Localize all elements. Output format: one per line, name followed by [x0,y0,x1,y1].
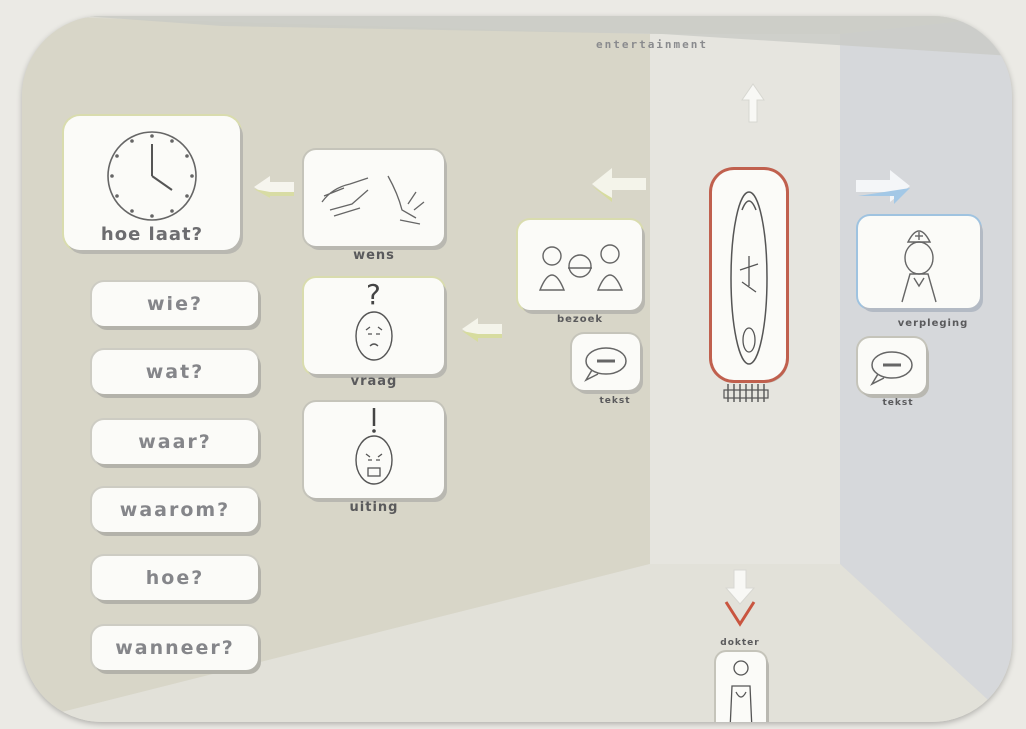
arrow-left-icon[interactable] [590,164,648,204]
question-button-waar[interactable]: waar? [92,420,258,464]
wens-label: wens [304,248,444,263]
uiting-label: uiting [304,500,444,515]
hands-icon [304,150,444,246]
vraag-card[interactable]: ? [304,278,444,374]
verpleging-card[interactable] [858,216,980,308]
question-button-hoe[interactable]: hoe? [92,556,258,600]
entertainment-title[interactable]: entertainment [22,38,1012,51]
question-button-wie[interactable]: wie? [92,282,258,326]
room-frame: entertainment [22,16,1012,722]
dokter-label: dokter [710,638,770,648]
clock-card[interactable]: hoe laat? [64,116,240,250]
question-face-icon: ? [304,278,444,374]
tekst-left-label: tekst [572,396,658,406]
arrow-left-small-icon[interactable] [460,316,504,342]
arrow-down-icon[interactable] [720,568,760,630]
verpleging-label: verpleging [868,318,998,329]
uiting-card[interactable] [304,402,444,498]
tekst-left-card[interactable] [572,334,640,390]
wens-card[interactable] [304,150,444,246]
doctor-icon [716,652,766,722]
nurse-icon [858,216,980,308]
svg-text:?: ? [366,278,381,311]
tekst-right-label: tekst [860,398,936,408]
bezoek-label: bezoek [518,314,642,325]
speech-bubble-icon [572,334,640,390]
patient-bed-icon [712,170,786,380]
vraag-label: vraag [304,374,444,389]
arrow-right-icon[interactable] [854,166,912,206]
bed-legs-icon [722,382,770,404]
dokter-card[interactable] [716,652,766,722]
bezoek-card[interactable] [518,220,642,310]
patient-bed-card[interactable] [712,170,786,380]
tekst-right-card[interactable] [858,338,926,394]
exclamation-face-icon [304,402,444,498]
speech-bubble-icon [858,338,926,394]
arrow-up-icon[interactable] [740,82,766,128]
question-button-waarom[interactable]: waarom? [92,488,258,532]
question-button-wat[interactable]: wat? [92,350,258,394]
arrow-left-small-icon[interactable] [252,174,296,200]
question-button-wanneer[interactable]: wanneer? [92,626,258,670]
clock-label: hoe laat? [64,224,240,245]
visitors-icon [518,220,642,310]
